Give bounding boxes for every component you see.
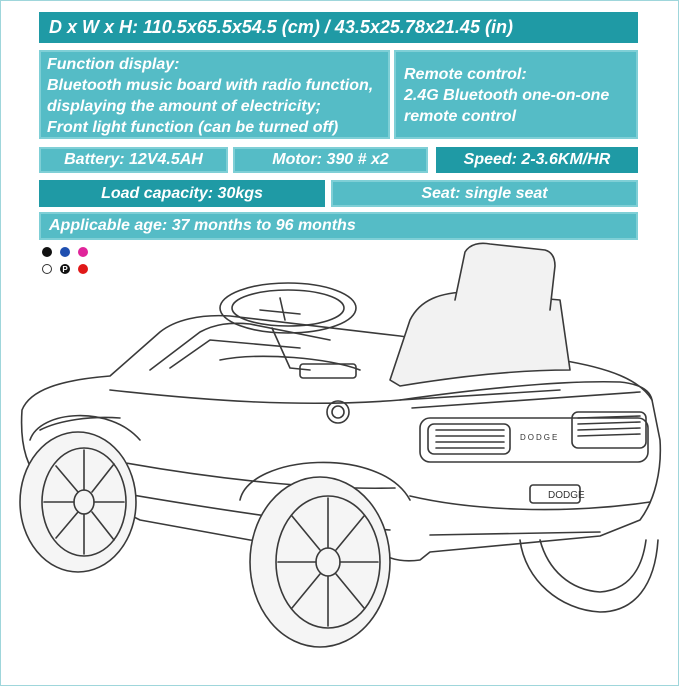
- battery-text: Battery: 12V4.5AH: [64, 151, 203, 168]
- color-swatch-police: P: [60, 264, 70, 274]
- color-swatch-blue: [60, 247, 70, 257]
- battery-spec: Battery: 12V4.5AH: [39, 147, 228, 173]
- color-swatch-pink: [78, 247, 88, 257]
- function-display-heading: Function display:: [47, 56, 180, 73]
- remote-control-panel: Remote control: 2.4G Bluetooth one-on-on…: [394, 50, 638, 139]
- color-swatch-white: [42, 264, 52, 274]
- remote-control-line: 2.4G Bluetooth one-on-one: [404, 87, 610, 104]
- motor-text: Motor: 390 # x2: [272, 151, 389, 168]
- color-swatch-red: [78, 264, 88, 274]
- dimensions-text: D x W x H: 110.5x65.5x54.5 (cm) / 43.5x2…: [49, 17, 513, 37]
- applicable-age-text: Applicable age: 37 months to 96 months: [49, 217, 356, 234]
- color-swatch-black: [42, 247, 52, 257]
- function-display-line: displaying the amount of electricity;: [47, 98, 321, 115]
- remote-control-heading: Remote control:: [404, 66, 527, 83]
- remote-control-line: remote control: [404, 108, 517, 125]
- function-display-line: Bluetooth music board with radio functio…: [47, 77, 374, 94]
- ride-on-car-illustration: DODGE DODGE: [19, 242, 662, 648]
- load-capacity-spec: Load capacity: 30kgs: [39, 180, 325, 207]
- speed-text: Speed: 2-3.6KM/HR: [463, 151, 611, 168]
- seat-spec: Seat: single seat: [331, 180, 638, 207]
- speed-spec: Speed: 2-3.6KM/HR: [436, 147, 638, 173]
- applicable-age-banner: Applicable age: 37 months to 96 months: [39, 212, 638, 240]
- dimensions-banner: D x W x H: 110.5x65.5x54.5 (cm) / 43.5x2…: [39, 12, 638, 43]
- motor-spec: Motor: 390 # x2: [233, 147, 428, 173]
- function-display-line: Front light function (can be turned off): [47, 119, 339, 136]
- rear-badge-text: DODGE: [520, 433, 559, 442]
- seat-text: Seat: single seat: [421, 184, 548, 202]
- plate-text: DODGE: [548, 490, 585, 501]
- load-capacity-text: Load capacity: 30kgs: [101, 184, 263, 202]
- function-display-panel: Function display: Bluetooth music board …: [39, 50, 390, 139]
- police-swatch-label: P: [62, 264, 68, 274]
